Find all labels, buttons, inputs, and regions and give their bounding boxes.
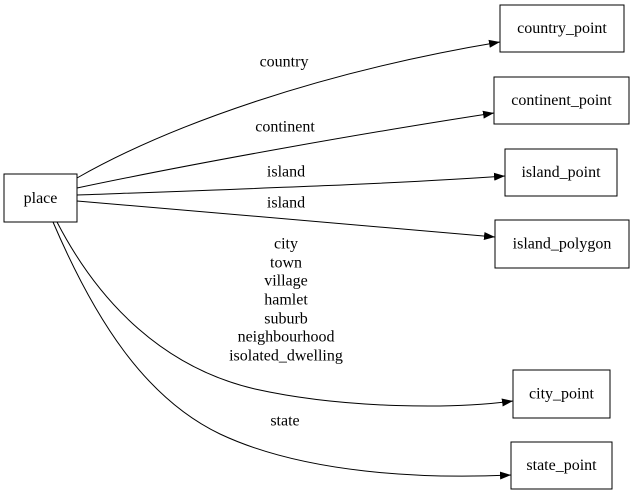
node-place: place (3, 173, 78, 223)
edge-label-village: village (264, 273, 308, 290)
edge-label-city: city (274, 236, 298, 253)
edge-label-continent: continent (255, 119, 315, 136)
node-island-point-label: island_point (521, 164, 601, 181)
node-state-point: state_point (510, 441, 613, 490)
edge-label-city-group: city town village hamlet suburb neighbou… (229, 236, 343, 365)
node-island-polygon-label: island_polygon (513, 236, 612, 253)
edge-place-island-polygon (76, 200, 496, 240)
node-country-point: country_point (499, 4, 625, 53)
edge-label-country: country (260, 54, 309, 71)
node-continent-point-label: continent_point (511, 92, 612, 109)
edge-label-state: state (270, 413, 299, 430)
edge-label-suburb: suburb (264, 311, 308, 328)
node-city-point: city_point (512, 369, 611, 419)
node-island-point: island_point (504, 148, 618, 197)
node-place-box (3, 173, 78, 223)
node-state-point-box (510, 441, 613, 490)
node-country-point-box (499, 4, 625, 53)
node-island-polygon-box (494, 219, 630, 269)
edge-place-state-point (52, 221, 512, 480)
node-place-label: place (24, 190, 58, 207)
edge-label-isolated-dwelling: isolated_dwelling (229, 348, 343, 365)
node-continent-point-box (493, 76, 630, 125)
edge-place-country-point (76, 39, 501, 179)
node-continent-point: continent_point (493, 76, 630, 125)
node-island-polygon: island_polygon (494, 219, 630, 269)
node-island-point-box (504, 148, 618, 197)
edge-label-town: town (270, 255, 302, 272)
node-city-point-box (512, 369, 611, 419)
edge-place-continent-point (76, 110, 495, 189)
edge-label-island-point: island (267, 164, 305, 181)
edge-label-neighbourhood: neighbourhood (238, 329, 335, 346)
edge-place-city-point (56, 221, 514, 407)
node-country-point-label: country_point (517, 20, 607, 37)
edge-label-island-polygon: island (267, 195, 305, 212)
edge-place-island-point (76, 172, 506, 196)
node-state-point-label: state_point (526, 457, 597, 474)
edge-label-hamlet: hamlet (264, 292, 308, 309)
node-city-point-label: city_point (529, 386, 594, 403)
